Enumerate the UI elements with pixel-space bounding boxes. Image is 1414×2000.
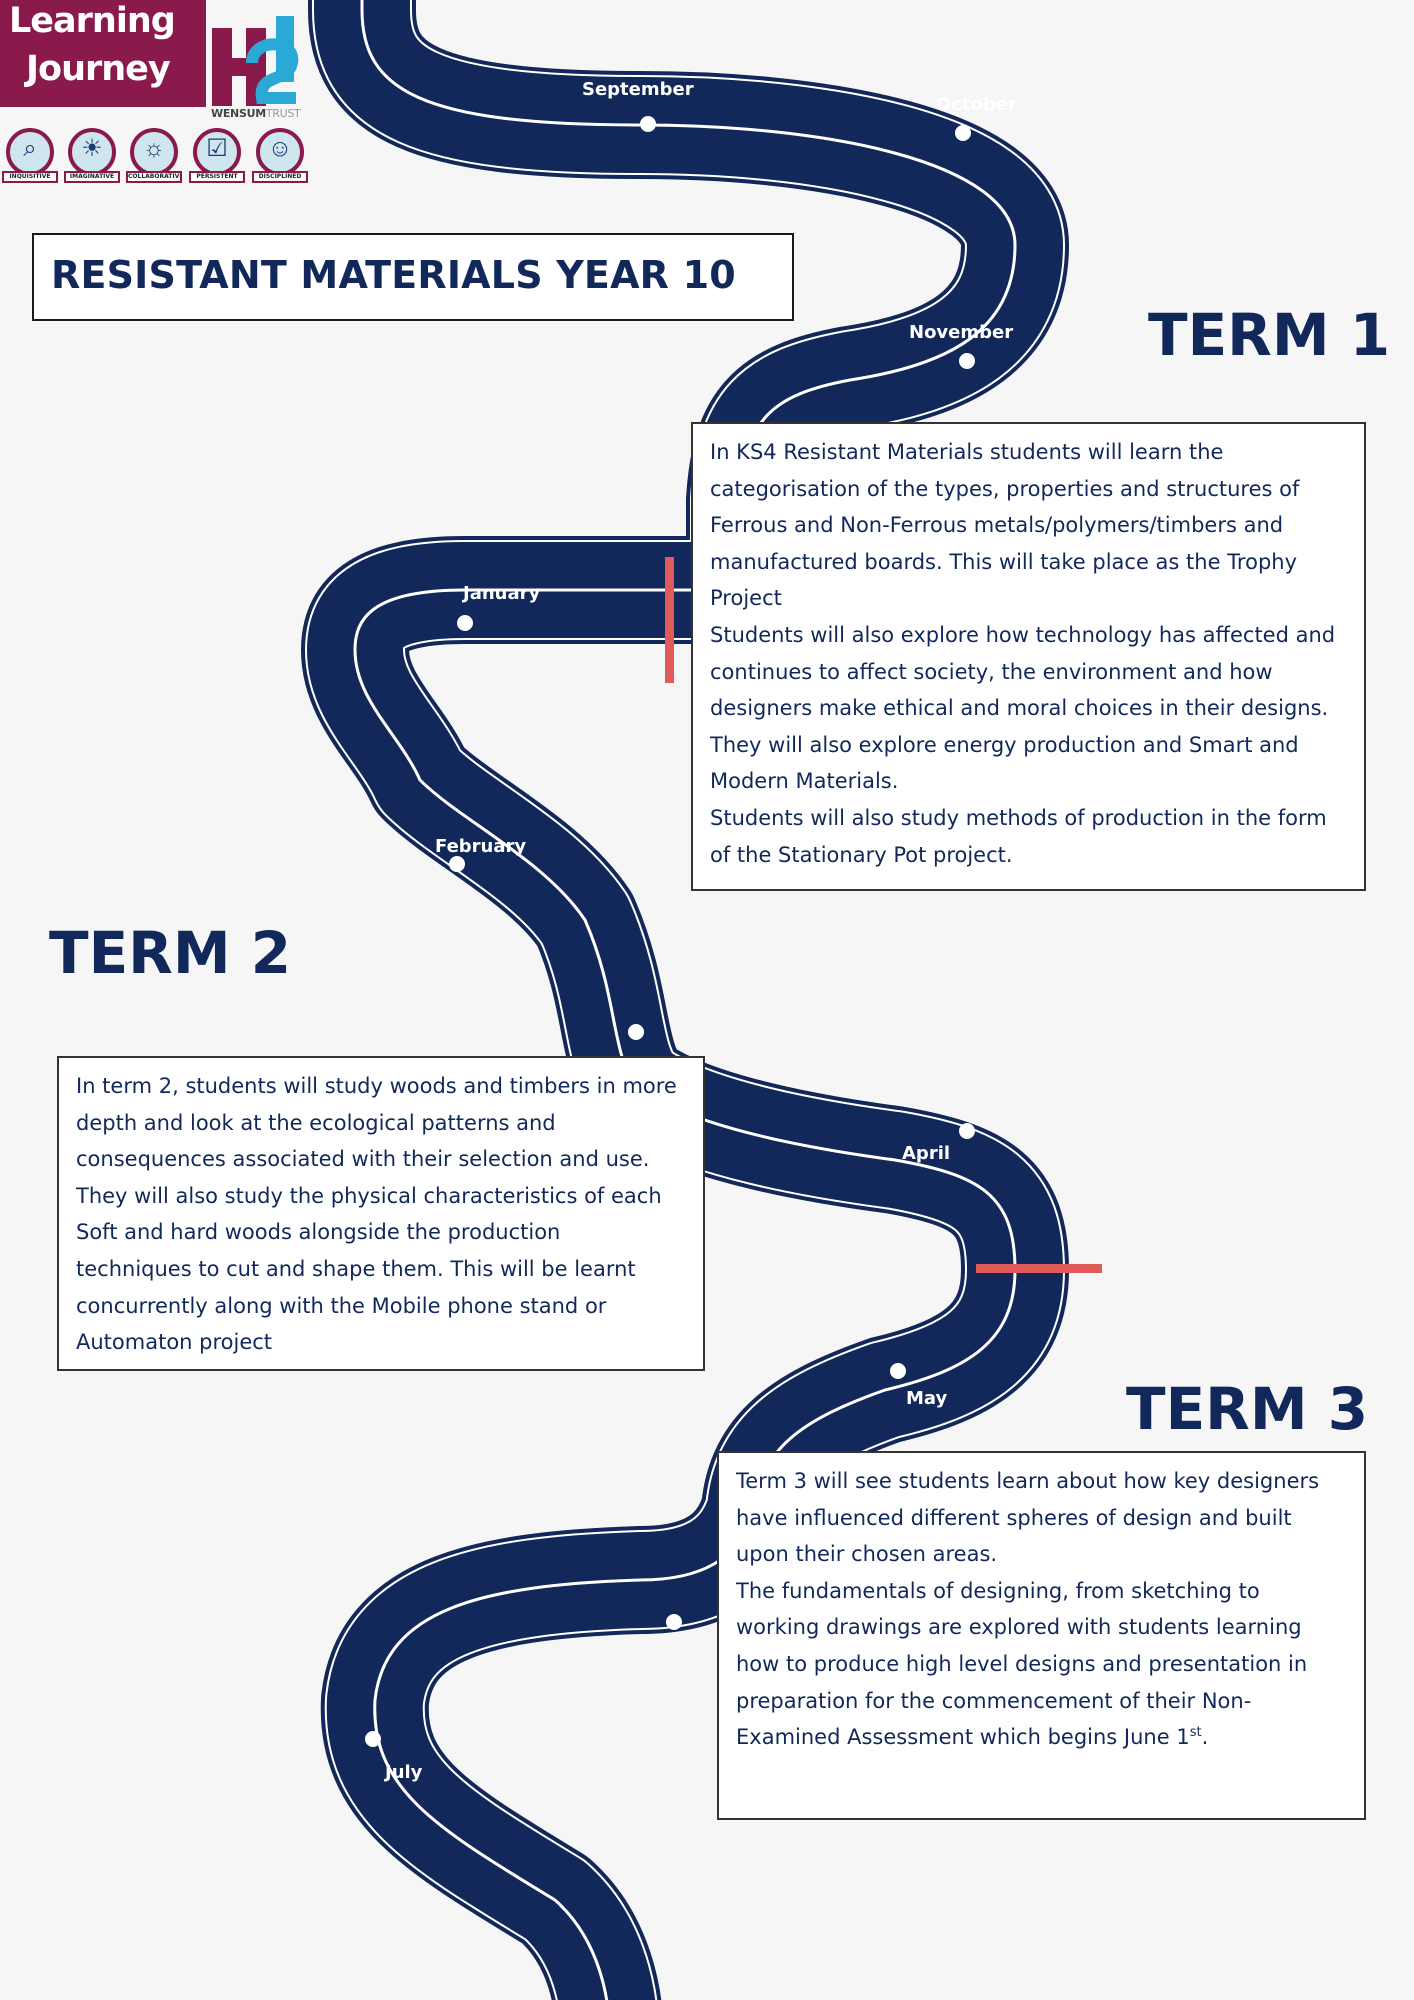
value-label: INQUISITIVE [2,171,58,183]
term-2-description: In term 2, students will study woods and… [57,1056,705,1371]
logo-line-2: Journey [26,49,171,89]
brain-head-icon: ☺ [267,135,293,162]
value-disciplined: ☺ DISCIPLINED [252,128,312,190]
school-values-row: ⌕ INQUISITIVE ☀ IMAGINATIVE ☼ COLLABORAT… [2,128,314,192]
month-dot-november [959,353,975,369]
value-persistent: ☑ PERSISTENT [189,128,249,190]
page-title-box: RESISTANT MATERIALS YEAR 10 [32,233,794,321]
month-dot-april [959,1123,975,1139]
trust-name: WENSUMTRUST [211,107,301,120]
term-marker-2 [976,1264,1102,1273]
term-3-text: Term 3 will see students learn about how… [736,1469,1320,1750]
value-collaborative: ☼ COLLABORATIVE [126,128,186,190]
month-label-january: January [461,583,540,604]
month-dot-may [890,1363,906,1379]
month-label-april: April [902,1143,950,1164]
month-dot-january [457,615,473,631]
value-label: PERSISTENT [189,171,245,183]
value-label: DISCIPLINED [252,171,308,183]
value-label: COLLABORATIVE [126,171,182,183]
lightbulb-head-icon: ☀ [81,135,103,162]
month-label-november: November [909,322,1013,343]
month-label-february: February [435,836,526,857]
term-1-description: In KS4 Resistant Materials students will… [691,422,1366,891]
learning-journey-logo: Learning Journey [0,0,206,107]
term-2-heading: TERM 2 [49,919,292,987]
month-dot-june [666,1614,682,1630]
term-3-description: Term 3 will see students learn about how… [717,1451,1366,1820]
term-1-heading: TERM 1 [1148,301,1391,369]
term-marker-1 [665,557,674,683]
month-dot-july [365,1731,381,1747]
month-label-july: July [383,1762,423,1783]
checklist-icon: ☑ [206,135,228,162]
page-title: RESISTANT MATERIALS YEAR 10 [51,253,736,297]
term-2-text: In term 2, students will study woods and… [76,1074,677,1355]
month-label-october: October [936,94,1017,115]
magnifier-icon: ⌕ [23,135,37,162]
group-icon: ☼ [143,135,165,162]
term-1-text: In KS4 Resistant Materials students will… [710,440,1336,867]
ks-trust-logo-icon [212,16,299,106]
value-imaginative: ☀ IMAGINATIVE [64,128,124,190]
month-label-september: September [582,79,694,100]
value-label: IMAGINATIVE [64,171,120,183]
month-label-may: May [906,1388,948,1409]
term-3-heading: TERM 3 [1126,1375,1369,1443]
value-inquisitive: ⌕ INQUISITIVE [2,128,62,190]
month-dot-march [628,1024,644,1040]
month-dot-september [640,116,656,132]
month-dot-october [955,125,971,141]
month-dot-february [449,856,465,872]
logo-line-1: Learning [9,1,176,41]
